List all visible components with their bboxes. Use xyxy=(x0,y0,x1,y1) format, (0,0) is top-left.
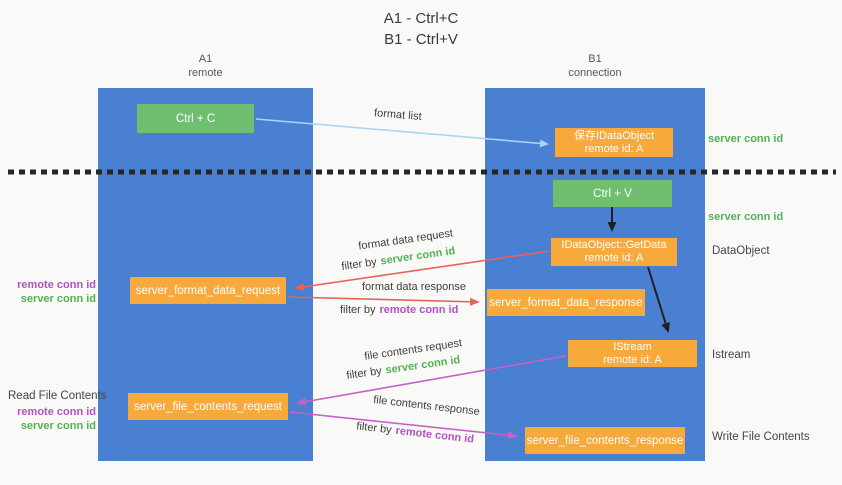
arrow-format-data-response xyxy=(287,296,480,306)
node-ctrl-v-label: Ctrl + V xyxy=(593,187,632,200)
remote-conn-id-text: remote conn id xyxy=(379,304,459,316)
node-getdata-line2: remote id: A xyxy=(584,252,644,264)
node-ctrl-c: Ctrl + C xyxy=(137,104,254,133)
server-conn-id-label: server conn id xyxy=(20,293,96,305)
node-server-file-contents-request-label: server_file_contents_request xyxy=(134,400,282,413)
lane-header-b1: B1 connection xyxy=(485,52,705,80)
lane-header-a1: A1 remote xyxy=(98,52,313,80)
annotation-write-file-contents: Write File Contents xyxy=(712,431,810,443)
node-server-format-data-request-label: server_format_data_request xyxy=(135,284,281,297)
diagram-title: A1 - Ctrl+C B1 - Ctrl+V xyxy=(0,8,842,50)
annotation-read-file-contents: Read File Contents xyxy=(8,390,107,402)
annotation-server-conn-id-top: server conn id xyxy=(708,133,784,145)
node-ctrl-v: Ctrl + V xyxy=(553,180,672,207)
remote-conn-id-label: remote conn id xyxy=(17,279,96,291)
lane-b1-name: B1 xyxy=(588,53,602,65)
filter-by-text: filter by xyxy=(340,304,376,316)
node-save-dataobject-line1: 保存IDataObject xyxy=(573,129,655,142)
annotation-dataobject: DataObject xyxy=(712,245,770,257)
lane-a1-name: A1 xyxy=(198,53,213,65)
annotation-istream: Istream xyxy=(712,349,751,361)
node-server-file-contents-response: server_file_contents_response xyxy=(525,427,685,454)
node-getdata-line1: IDataObject::GetData xyxy=(561,239,667,251)
node-istream-line1: IStream xyxy=(613,340,652,353)
lane-a1-role: remote xyxy=(188,67,223,79)
arrow-file-contents-request xyxy=(296,355,567,406)
node-getdata: IDataObject::GetData remote id: A xyxy=(551,238,677,266)
annotation-conn-ids-format: remote conn id server conn id xyxy=(8,278,96,306)
node-istream-line2: remote id: A xyxy=(603,353,662,366)
arrow-format-list xyxy=(255,118,549,148)
annotation-conn-ids-file: remote conn id server conn id xyxy=(8,405,96,433)
node-save-dataobject-line2: remote id: A xyxy=(584,142,644,155)
node-server-format-data-response: server_format_data_response xyxy=(487,289,645,316)
annotation-server-conn-id-mid: server conn id xyxy=(708,211,784,223)
edge-label-format-data-response: format data response xyxy=(362,281,466,293)
node-istream: IStream remote id: A xyxy=(568,340,697,367)
server-conn-id-label: server conn id xyxy=(20,420,96,432)
node-server-file-contents-request: server_file_contents_request xyxy=(128,393,288,420)
node-save-dataobject: 保存IDataObject remote id: A xyxy=(555,128,673,157)
node-server-format-data-response-label: server_format_data_response xyxy=(489,296,643,309)
arrow-getdata-istream xyxy=(647,266,670,333)
arrow-file-contents-response xyxy=(289,411,518,440)
node-server-file-contents-response-label: server_file_contents_response xyxy=(526,434,684,447)
node-ctrl-c-label: Ctrl + C xyxy=(175,112,216,125)
arrow-format-data-request xyxy=(294,250,551,291)
title-line-2: B1 - Ctrl+V xyxy=(384,31,458,48)
node-server-format-data-request: server_format_data_request xyxy=(130,277,286,304)
lane-b1-role: connection xyxy=(568,67,622,79)
title-line-1: A1 - Ctrl+C xyxy=(383,10,459,27)
remote-conn-id-label: remote conn id xyxy=(17,406,96,418)
